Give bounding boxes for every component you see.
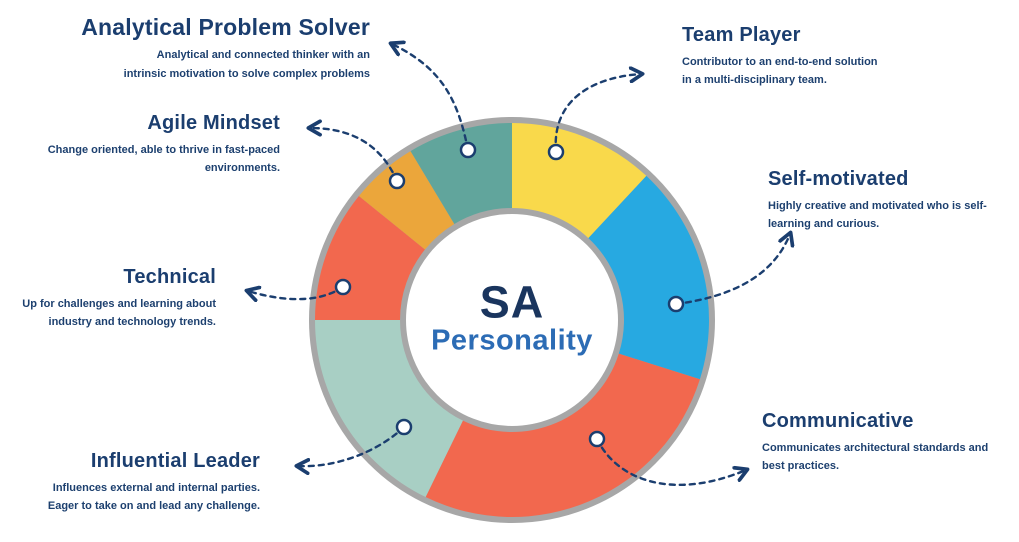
donut-segment-team-player [512,123,647,239]
connector-line-influential-leader [298,425,406,466]
trait-description-line: industry and technology trends. [48,316,216,329]
connector-line-communicative [595,437,746,487]
trait-description-line: learning and curious. [768,218,880,231]
trait-description-line: Eager to take on and lead any challenge. [47,500,260,513]
trait-description-line: in a multi-disciplinary team. [682,74,827,87]
segment-marker-dot-communicative [588,430,606,448]
trait-communicative: Communicative Communicates architectural… [762,410,1014,475]
trait-self-motivated: Self-motivated Highly creative and motiv… [768,168,1010,233]
segment-marker-dot-self-motivated [667,295,685,313]
trait-heading: Technical [123,266,216,288]
trait-description-line: intrinsic motivation to solve complex pr… [123,67,370,80]
connector-line-technical [248,287,345,299]
center-title: SA [479,276,545,328]
trait-heading: Agile Mindset [147,112,280,134]
segment-marker-dot-analytical-problem-solver [459,141,477,159]
trait-agile-mindset: Agile Mindset Change oriented, able to t… [28,112,280,177]
trait-description-line: best practices. [762,460,840,473]
center-subtitle: Personality [431,324,593,357]
donut-segment-analytical-problem-solver [410,123,512,224]
segment-marker-dot-technical [334,278,352,296]
trait-description-line: Up for challenges and learning about [22,298,216,310]
trait-heading: Communicative [762,410,914,432]
connector-line-team-player [554,74,641,154]
trait-influential-leader: Influential Leader Influences external a… [28,450,260,515]
donut-segment-influential-leader [315,320,463,498]
donut-segment-agile-mindset [358,151,455,250]
trait-description-line: Influences external and internal parties… [52,482,260,494]
trait-description-line: environments. [204,162,280,175]
trait-technical: Technical Up for challenges and learning… [10,266,216,331]
segment-marker-dot-agile-mindset [388,172,406,190]
trait-team-player: Team Player Contributor to an end-to-end… [682,24,922,89]
segment-marker-dot-team-player [547,143,565,161]
trait-analytical-problem-solver: Analytical Problem Solver Analytical and… [40,14,370,83]
connector-line-self-motivated [674,234,790,306]
trait-heading: Analytical Problem Solver [81,14,370,40]
segment-marker-dot-influential-leader [395,418,413,436]
trait-heading: Influential Leader [90,450,260,472]
donut-center-caption: SA Personality [431,278,593,357]
trait-description-line: Change oriented, able to thrive in fast-… [47,144,280,156]
trait-heading: Self-motivated [768,168,909,190]
connector-line-agile-mindset [310,128,399,183]
trait-heading: Team Player [682,24,801,46]
connector-line-analytical-problem-solver [392,44,470,152]
trait-description-line: Communicates architectural standards and [762,442,989,454]
trait-description-line: Contributor to an end-to-end solution [682,56,878,68]
trait-description-line: Analytical and connected thinker with an [156,49,370,62]
trait-description-line: Highly creative and motivated who is sel… [768,200,987,212]
donut-segment-communicative [425,353,700,517]
donut-segment-self-motivated [588,175,710,380]
